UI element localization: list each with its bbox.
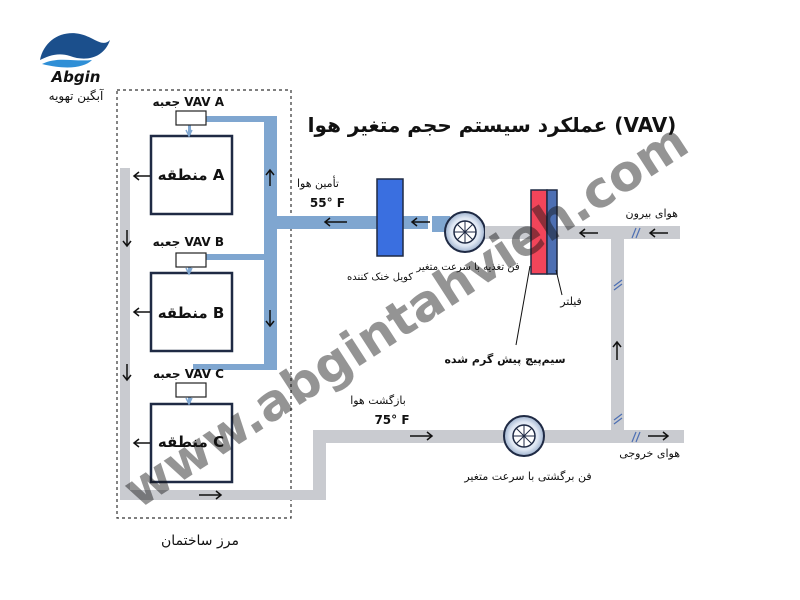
arrow-down-icon xyxy=(122,230,132,248)
preheat-coil-label: سیم‌پیچ پیش گرم شده xyxy=(444,353,565,366)
return-fan-icon xyxy=(503,415,545,457)
logo-tagline: آبگین تهویه xyxy=(49,88,104,104)
arrow-right-icon xyxy=(199,490,223,500)
flow-arrows xyxy=(122,168,670,500)
logo-wave-icon xyxy=(40,33,110,60)
vav-box-b-label: جعبه VAV B xyxy=(153,235,224,249)
arrow-left-icon xyxy=(578,228,598,238)
vav-drop-arrows xyxy=(185,129,193,406)
cooling-coil xyxy=(376,178,404,257)
damper-icon xyxy=(613,227,641,443)
return-air-label: بازگشت هوا xyxy=(350,394,406,407)
arrow-left-icon xyxy=(132,171,150,181)
company-logo: Abgin آبگین تهویه xyxy=(40,33,110,104)
supply-air-label: تأمین هوا xyxy=(297,175,339,190)
vav-box-c-label: جعبه VAV C xyxy=(153,367,224,381)
outside-air-label: هوای بیرون xyxy=(626,207,679,220)
arrow-right-icon xyxy=(648,431,670,441)
arrow-left-icon xyxy=(132,438,150,448)
arrow-down-icon xyxy=(265,310,275,328)
arrow-left-icon xyxy=(410,217,430,227)
exhaust-air-label: هوای خروجی xyxy=(619,447,680,460)
arrow-up-icon xyxy=(612,340,622,360)
zone-b-label: منطقه B xyxy=(158,304,225,322)
filter-pointer xyxy=(555,269,563,296)
building-boundary-label: مرز ساختمان xyxy=(161,533,239,549)
arrow-left-icon xyxy=(648,228,668,238)
logo-brand: Abgin xyxy=(51,68,101,86)
return-air-temp: 75° F xyxy=(374,413,409,427)
vav-box-a-label: جعبه VAV A xyxy=(153,95,225,109)
vav-box-a xyxy=(175,110,207,126)
filter xyxy=(530,189,558,275)
fan-filter-duct xyxy=(485,226,531,239)
arrow-left-icon xyxy=(132,307,150,317)
zone-a xyxy=(149,134,234,216)
vav-box-c xyxy=(175,382,207,398)
building-boundary xyxy=(116,89,292,519)
preheat-pointer xyxy=(515,265,531,346)
zone-c xyxy=(149,402,234,484)
arrow-up-icon xyxy=(265,168,275,186)
arrow-down-icon xyxy=(122,364,132,382)
zone-c-label: منطقه C xyxy=(158,433,224,451)
filter-label: فیلتر xyxy=(559,295,582,308)
cooling-coil-label: کویل خنک کننده xyxy=(347,272,413,283)
supply-air-temp: 55° F xyxy=(310,196,345,210)
zone-a-label: منطقه A xyxy=(158,166,225,184)
zone-b xyxy=(149,271,234,353)
arrow-right-icon xyxy=(410,431,434,441)
vav-box-b xyxy=(175,252,207,268)
diagram-title: عملکرد سیستم حجم متغیر هوا (VAV) xyxy=(308,113,677,137)
arrow-left-icon xyxy=(323,217,347,227)
return-fan-label: فن برگشتی با سرعت متغیر xyxy=(463,470,591,483)
supply-fan-label: فن تغذیه با سرعت متغیر xyxy=(415,262,520,273)
